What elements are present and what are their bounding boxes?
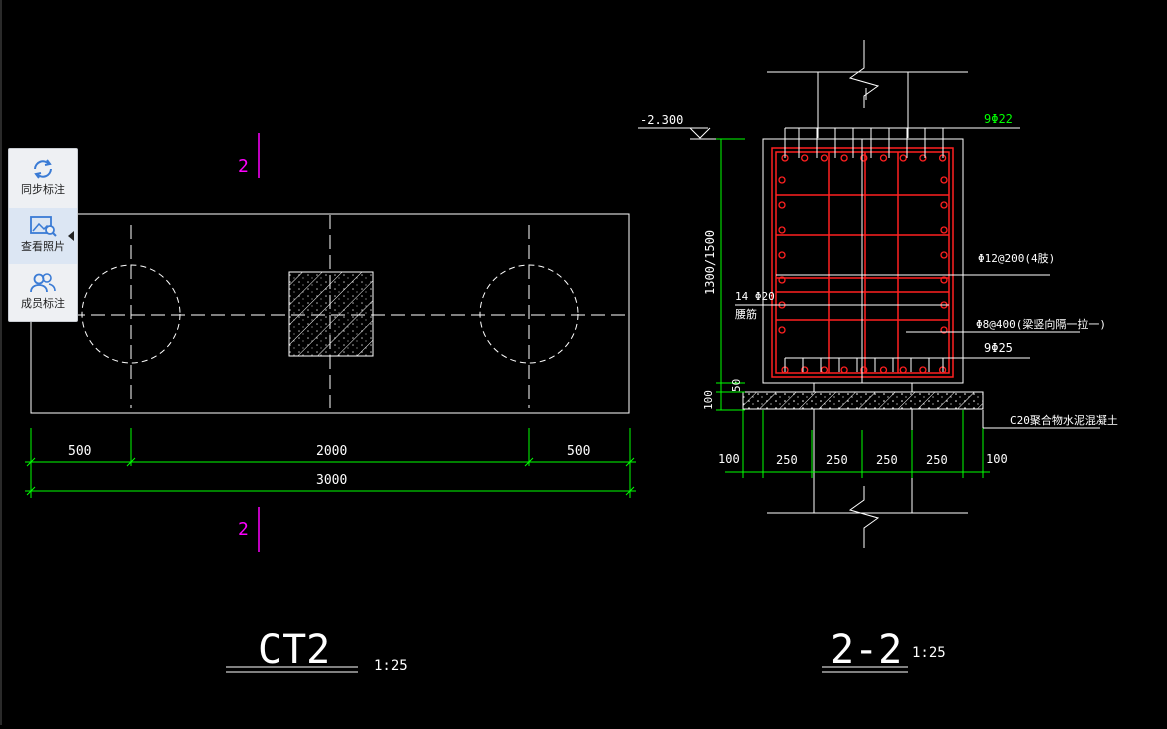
- rebar-dot: [820, 366, 829, 374]
- cap-section: [762, 138, 964, 384]
- ties-label: Φ8@400(梁竖向隔一拉一): [976, 317, 1106, 331]
- rebar-dot: [778, 226, 786, 234]
- rebar-dot: [919, 366, 927, 374]
- rebar-dot: [840, 154, 848, 162]
- bed-label: 100: [702, 390, 715, 410]
- rebar-dot: [778, 276, 786, 284]
- section-title: 2-2: [830, 627, 902, 673]
- rebar-dot: [919, 154, 927, 162]
- bottom-bars-label: 9Φ25: [984, 341, 1013, 355]
- photo-search-icon: [30, 216, 57, 237]
- rebar-dot: [820, 154, 829, 162]
- rebar-dot: [879, 154, 888, 162]
- rebar-dot: [860, 154, 868, 162]
- bottom-dim-6: 100: [986, 452, 1008, 466]
- dim-middle: 2000: [316, 444, 347, 459]
- rebar-dot: [860, 366, 868, 374]
- rebar-dot: [899, 154, 907, 162]
- dim-left: 500: [68, 444, 91, 459]
- depth-label: 1300/1500: [703, 230, 717, 295]
- bottom-dim-4: 250: [876, 453, 898, 467]
- side-toolbar: 同步标注 查看照片 成员标注: [8, 148, 78, 322]
- stirrup-label: Φ12@200(4肢): [978, 251, 1055, 265]
- bottom-dim-2: 250: [776, 453, 798, 467]
- side-bars-name: 腰筋: [735, 307, 757, 321]
- left-edge-border: [0, 0, 2, 725]
- rebar-dot: [801, 154, 809, 162]
- bottom-dim-5: 250: [926, 453, 948, 467]
- rebar-dot: [899, 366, 907, 374]
- rebar-dot: [879, 366, 888, 374]
- bottom-dim-3: 250: [826, 453, 848, 467]
- section-mark-bottom: 2: [238, 519, 249, 540]
- side-bars-label: 14 Φ20: [735, 290, 775, 303]
- plan-view: 2 2 500 2000 500 3000 CT2 1:25: [25, 133, 636, 674]
- plan-scale: 1:25: [374, 658, 408, 674]
- dim-total: 3000: [316, 473, 347, 488]
- bottom-dim-1: 100: [718, 452, 740, 466]
- sync-icon: [34, 159, 52, 179]
- section-scale: 1:25: [912, 645, 946, 661]
- section-mark-top: 2: [238, 156, 249, 177]
- rebar-dot: [940, 326, 948, 334]
- members-icon: [30, 273, 56, 293]
- view-photo-label: 查看照片: [21, 240, 65, 253]
- sync-annotation-button[interactable]: 同步标注: [9, 151, 77, 207]
- elevation-label: -2.300: [640, 113, 683, 127]
- rebar-dot: [778, 326, 786, 334]
- rebar-dot: [940, 176, 948, 184]
- dim-right: 500: [567, 444, 590, 459]
- rebar-dot: [778, 201, 786, 209]
- rebar-dot: [801, 366, 809, 374]
- rebar-dot: [840, 366, 848, 374]
- rebar-dot: [778, 251, 786, 259]
- sync-annotation-label: 同步标注: [21, 183, 65, 196]
- rebar-dots: [778, 154, 948, 374]
- member-annotation-button[interactable]: 成员标注: [9, 265, 77, 321]
- rebar-dot: [940, 251, 948, 259]
- concrete-label: C20聚合物水泥混凝土: [1010, 413, 1118, 427]
- rebar-dot: [778, 176, 786, 184]
- rebar-dot: [940, 201, 948, 209]
- view-photo-button[interactable]: 查看照片: [9, 208, 77, 264]
- top-bars-label: 9Φ22: [984, 112, 1013, 126]
- cover-label: 50: [730, 379, 743, 392]
- pile-left: [81, 264, 181, 364]
- member-annotation-label: 成员标注: [21, 297, 65, 310]
- collapse-arrow-icon[interactable]: [66, 229, 76, 243]
- pile-right: [479, 264, 579, 364]
- plan-title: CT2: [258, 627, 330, 673]
- section-view: -2.300 1300/1500 50 100 100 250 250 250 …: [638, 40, 1118, 673]
- rebar-dot: [940, 276, 948, 284]
- rebar-dot: [940, 226, 948, 234]
